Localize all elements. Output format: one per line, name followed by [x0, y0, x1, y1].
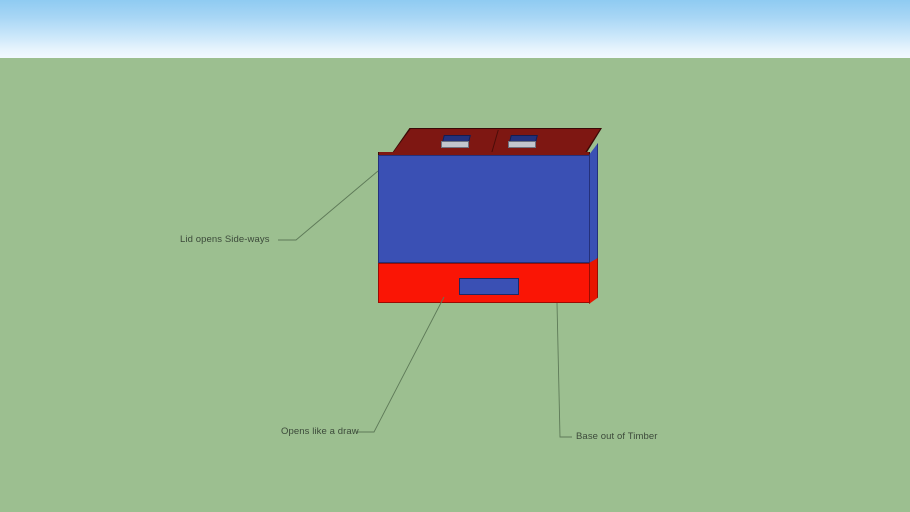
- annotation-label-lid[interactable]: Lid opens Side-ways: [180, 234, 270, 245]
- lid-handle-left[interactable]: [441, 135, 471, 149]
- sky-background: [0, 0, 910, 58]
- annotation-label-timber[interactable]: Base out of Timber: [576, 431, 658, 442]
- lid-handle-right-front: [508, 141, 536, 148]
- lid-handle-right[interactable]: [508, 135, 538, 149]
- box-body-front-face[interactable]: [378, 155, 590, 263]
- drawer-handle[interactable]: [459, 278, 519, 295]
- annotation-label-drawer[interactable]: Opens like a draw: [281, 426, 359, 437]
- timber-base-side-face[interactable]: [589, 258, 598, 304]
- box-body-side-face[interactable]: [589, 143, 598, 275]
- lid-handle-left-front: [441, 141, 469, 148]
